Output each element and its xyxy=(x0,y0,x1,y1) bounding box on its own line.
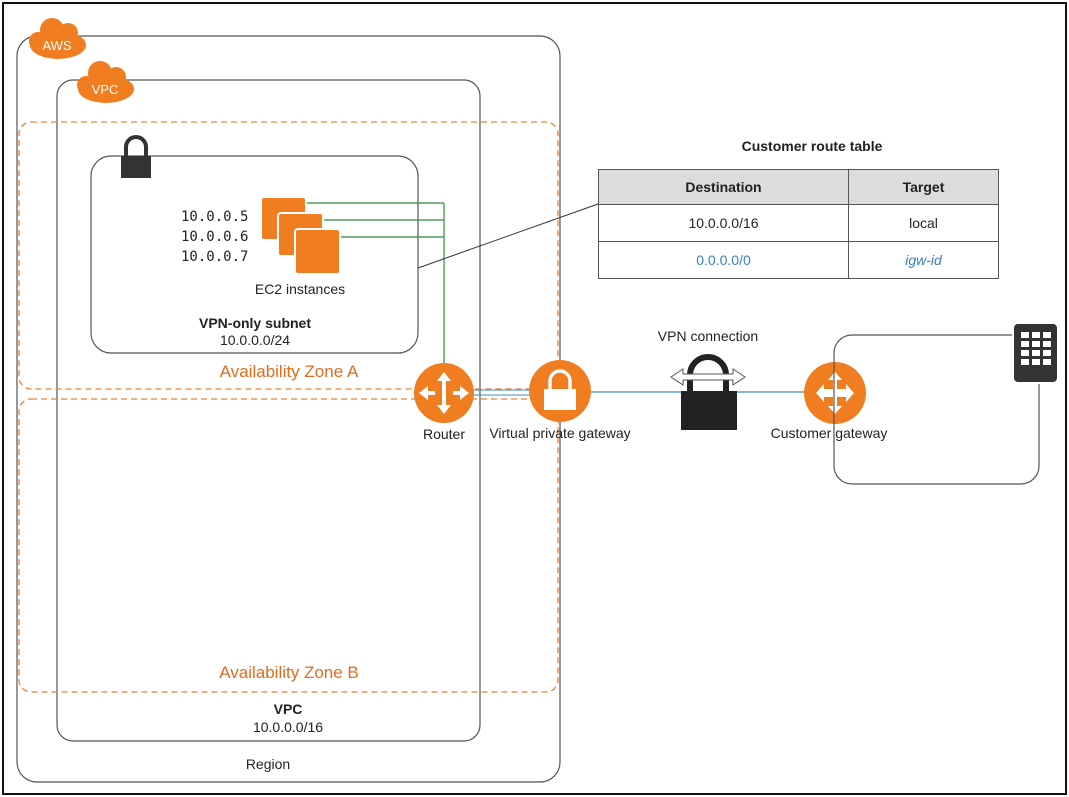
column-header-destination: Destination xyxy=(598,169,849,205)
router-label: Router xyxy=(422,426,466,442)
router-icon xyxy=(414,363,474,423)
availability-zone-a-box xyxy=(18,121,559,390)
virtual-private-gateway-label: Virtual private gateway xyxy=(489,425,631,441)
customer-gateway-label: Customer gateway xyxy=(770,425,888,441)
vpc-name: VPC xyxy=(273,701,303,717)
vpc-box xyxy=(56,79,481,742)
route-target: local xyxy=(848,204,999,242)
subnet-name: VPN-only subnet xyxy=(198,315,312,331)
vpn-connection-lock-icon xyxy=(670,354,746,430)
route-table-title: Customer route table xyxy=(741,138,883,154)
vpc-cidr: 10.0.0.0/16 xyxy=(252,719,324,735)
subnet-cidr: 10.0.0.0/24 xyxy=(219,332,291,348)
customer-gateway-icon xyxy=(804,362,866,424)
vpc-badge-label: VPC xyxy=(91,82,119,97)
route-table: Destination Target 10.0.0.0/16 local 0.0… xyxy=(598,169,999,279)
route-destination: 10.0.0.0/16 xyxy=(598,204,849,242)
availability-zone-a-label: Availability Zone A xyxy=(219,362,359,381)
vpn-connection-label: VPN connection xyxy=(657,328,759,344)
instance-ip: 10.0.0.5 xyxy=(181,209,249,225)
table-row: 10.0.0.0/16 local xyxy=(598,204,999,242)
ec2-instances-icon xyxy=(260,196,341,275)
customer-network-box xyxy=(833,334,1040,485)
router-vpg-link xyxy=(466,389,530,396)
instance-ip: 10.0.0.6 xyxy=(181,229,249,245)
route-table-connector xyxy=(417,203,599,269)
region-label: Region xyxy=(245,756,291,772)
ec2-instances-label: EC2 instances xyxy=(254,281,346,297)
table-row: 0.0.0.0/0 igw-id xyxy=(598,241,999,279)
subnet-box xyxy=(90,155,419,354)
instance-ip: 10.0.0.7 xyxy=(181,249,249,265)
availability-zone-b-box xyxy=(18,398,559,693)
data-center-icon xyxy=(1012,322,1059,384)
route-destination: 0.0.0.0/0 xyxy=(598,241,849,279)
availability-zone-b-label: Availability Zone B xyxy=(219,663,359,682)
column-header-target: Target xyxy=(848,169,999,205)
route-table-header: Destination Target xyxy=(598,169,999,205)
aws-cloud-icon xyxy=(29,18,86,59)
aws-badge-label: AWS xyxy=(42,38,72,53)
lock-icon xyxy=(121,135,151,178)
instance-links xyxy=(305,202,445,370)
virtual-private-gateway-icon xyxy=(529,360,591,422)
route-target: igw-id xyxy=(848,241,999,279)
vpc-cloud-icon xyxy=(77,61,134,103)
